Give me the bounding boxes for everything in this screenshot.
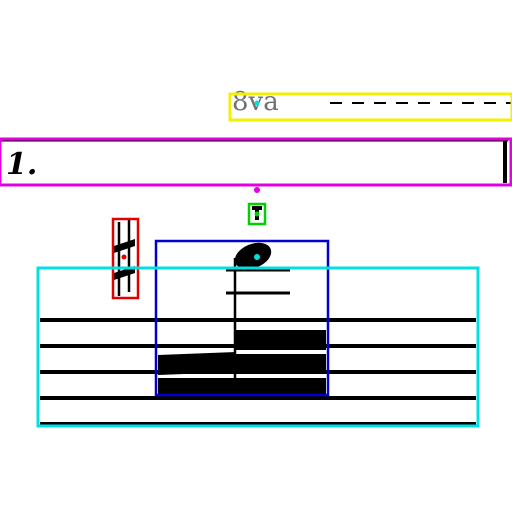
annotation-box-volta [0, 137, 512, 187]
notehead [234, 242, 272, 270]
center-marker [121, 254, 127, 260]
beam [158, 352, 236, 375]
beam [236, 330, 326, 350]
annotation-box-ottava [228, 92, 512, 122]
annotation-box-sharp [111, 217, 140, 300]
ottava-line: 8va [232, 87, 512, 117]
center-marker [254, 254, 260, 260]
center-marker [254, 187, 260, 193]
center-marker [254, 100, 260, 106]
annotation-box-staff [36, 266, 480, 428]
beam [158, 378, 326, 394]
center-marker [254, 211, 260, 217]
annotation-box-notehead [154, 239, 330, 397]
annotation-box-accent [247, 202, 267, 226]
volta-bracket: 1. [0, 138, 508, 183]
volta-number: 1. [6, 147, 37, 182]
beam [236, 354, 326, 372]
